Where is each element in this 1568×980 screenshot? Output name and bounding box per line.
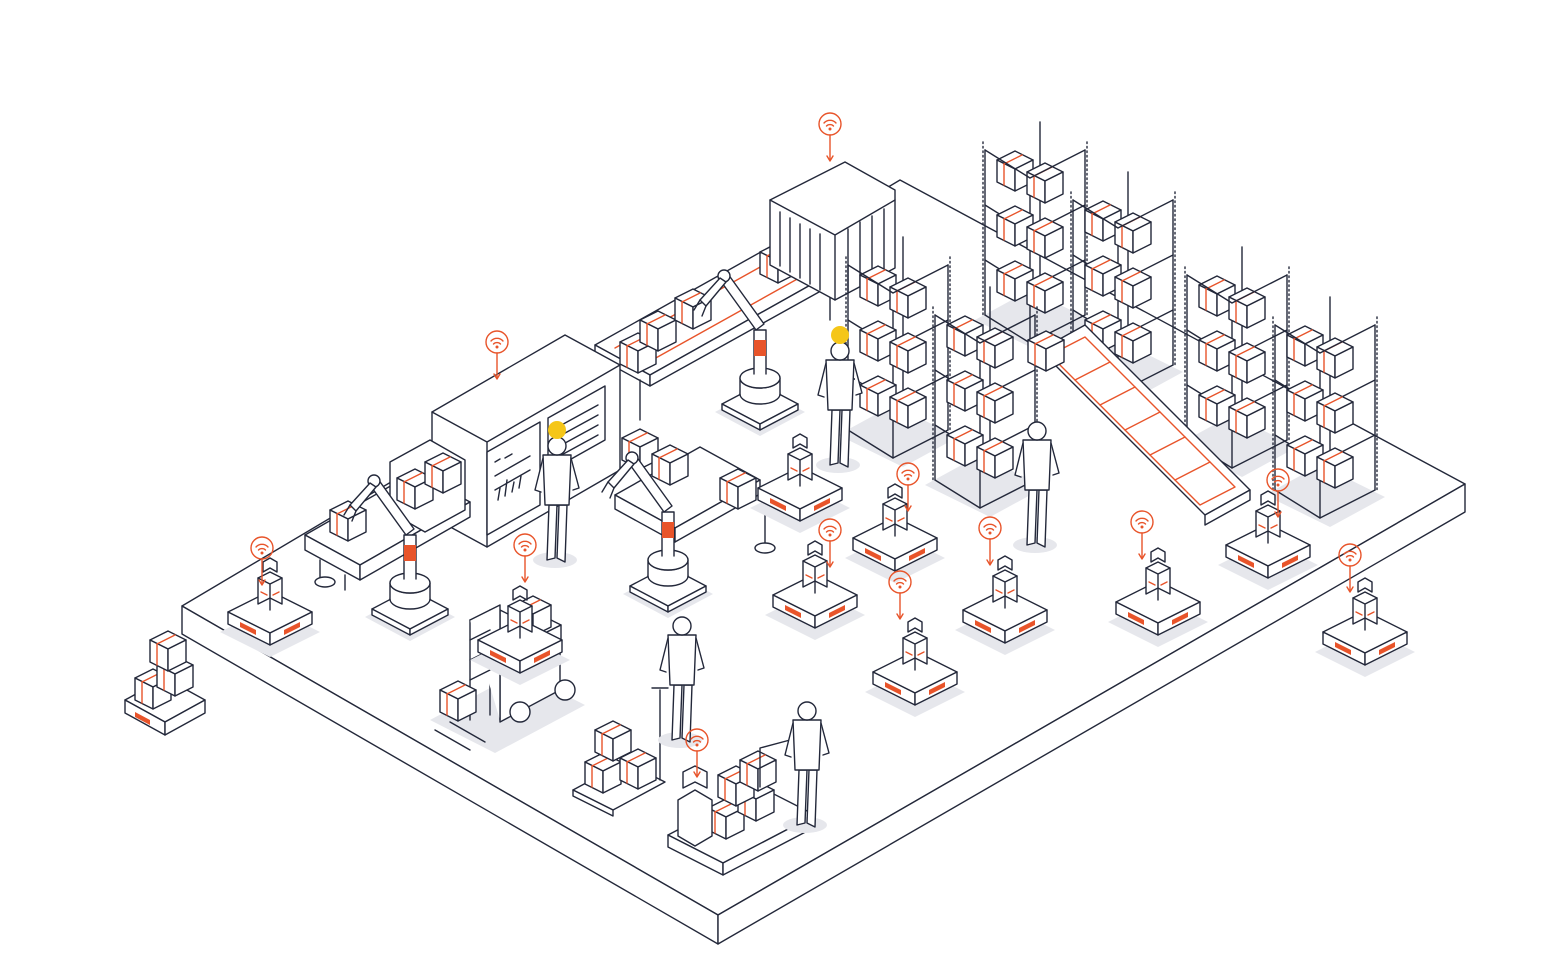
hardhat-icon [548, 421, 566, 439]
hardhat-icon [831, 326, 849, 344]
agv-carrying-boxes [124, 630, 206, 736]
right-conveyor [614, 428, 776, 554]
scanner-gate [769, 161, 896, 301]
hand-pallet-truck [572, 687, 669, 817]
wifi-signal-icon [818, 112, 842, 162]
workers [532, 326, 1060, 834]
gravity-chute [1027, 324, 1251, 526]
